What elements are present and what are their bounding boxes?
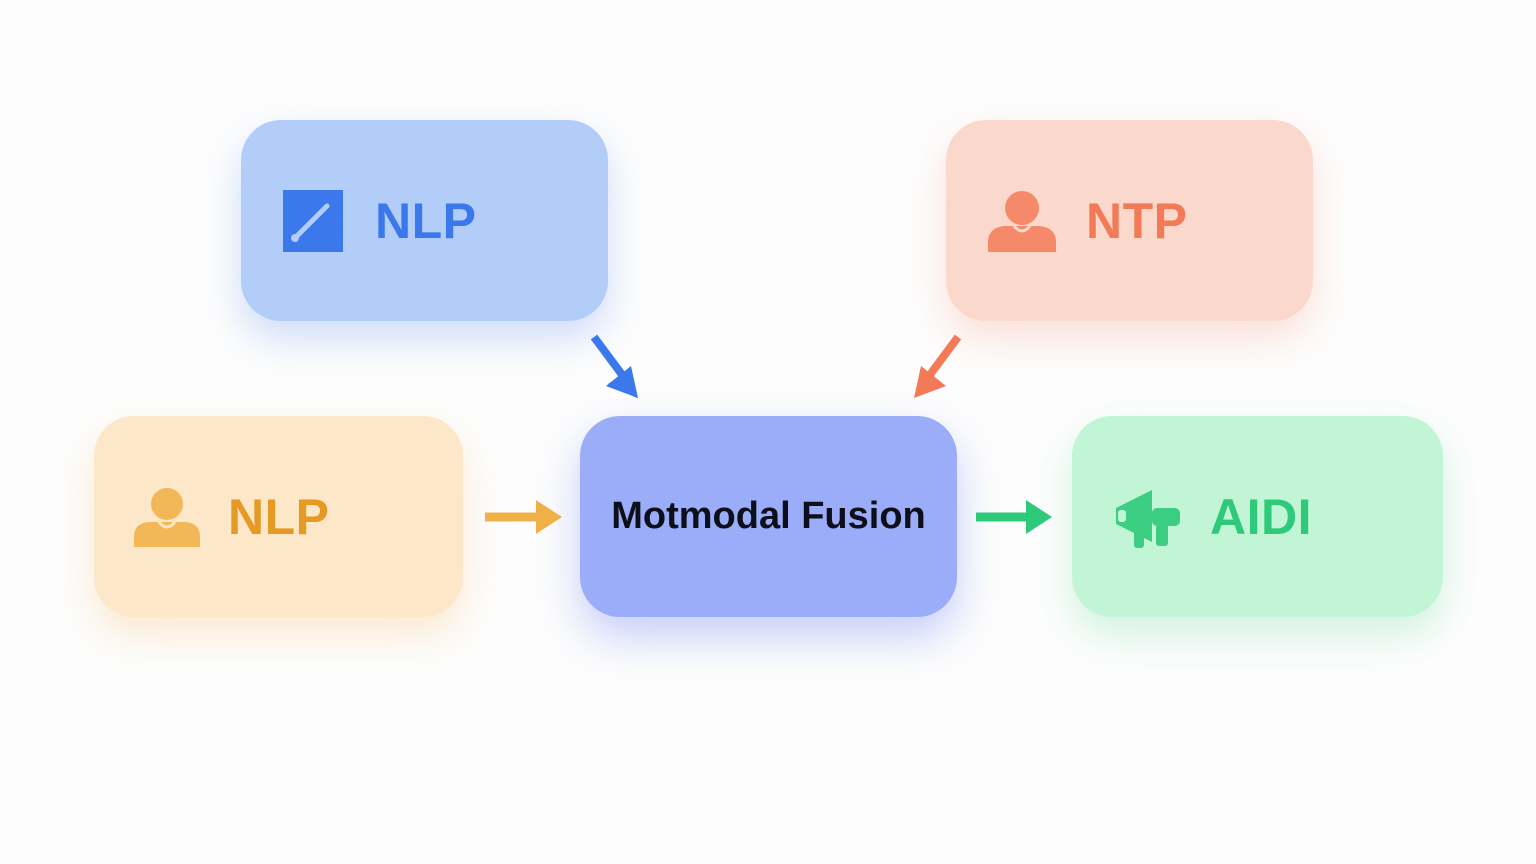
edge-nlp-left-to-fusion: [485, 500, 562, 534]
node-label: NLP: [375, 192, 477, 249]
node-aidi: AIDI: [1072, 416, 1443, 617]
edge-fusion-to-aidi: [976, 500, 1052, 534]
edge-nlp-top-to-fusion: [590, 334, 638, 398]
node-nlp-top: NLP: [241, 120, 608, 321]
node-nlp-left: NLP: [94, 416, 463, 617]
node-fusion: Motmodal Fusion: [580, 416, 957, 617]
node-label: NTP: [1086, 192, 1188, 249]
person-icon: [134, 487, 200, 547]
node-label: AIDI: [1210, 488, 1312, 545]
node-ntp: NTP: [946, 120, 1313, 321]
edge-ntp-to-fusion: [914, 334, 962, 398]
person-icon: [988, 190, 1056, 252]
node-label: NLP: [228, 488, 330, 545]
pencil-square-icon: [283, 189, 343, 252]
megaphone-icon: [1114, 486, 1182, 548]
node-label: Motmodal Fusion: [611, 495, 926, 537]
